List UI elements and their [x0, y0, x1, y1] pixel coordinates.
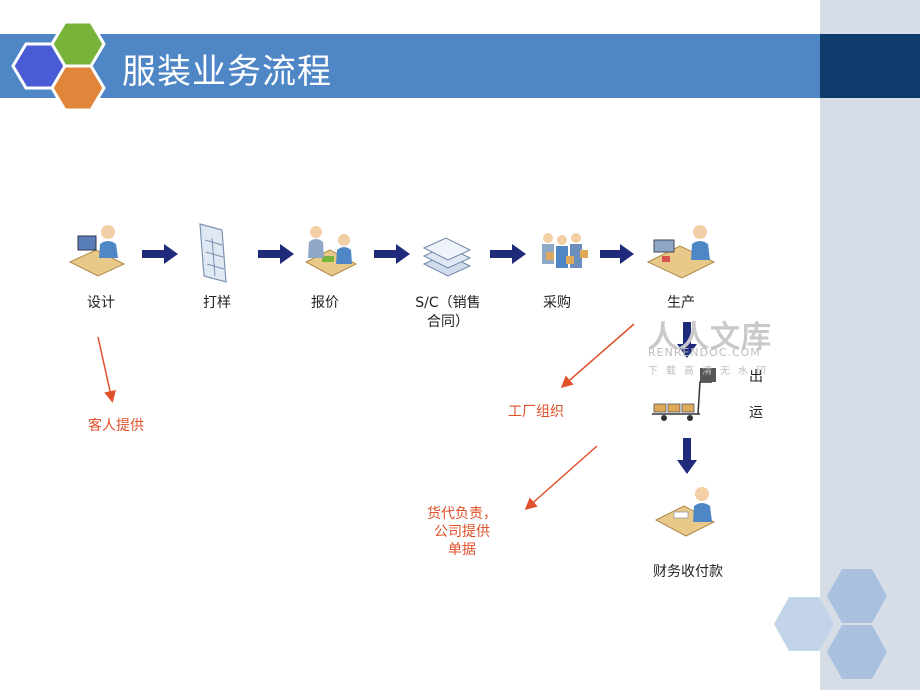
flow-arrow-3	[374, 244, 410, 264]
step-label-shipping-line1: 出	[749, 369, 763, 385]
sample-sheet-icon	[199, 223, 227, 283]
step-label-contract-line1: S/C（销售	[415, 295, 481, 311]
step-label-finance: 财务收付款	[653, 564, 723, 580]
flow-arrow-2	[258, 244, 294, 264]
flow-arrow-4	[490, 244, 526, 264]
flow-arrow-1	[142, 244, 178, 264]
flow-arrow-5	[600, 244, 634, 264]
watermark-url: RENRENDOC.COM	[648, 346, 761, 359]
step-label-purchasing: 采购	[543, 295, 571, 311]
watermark-main: 人人文库	[648, 320, 772, 355]
accountant-icon	[654, 487, 716, 537]
step-label-design: 设计	[87, 295, 115, 311]
step-label-production: 生产	[667, 295, 695, 311]
contract-stack-icon	[422, 237, 472, 277]
note-forwarder-line2: 公司提供	[434, 524, 490, 540]
step-label-shipping-line2: 运	[749, 405, 763, 421]
quotation-meeting-icon	[304, 226, 358, 277]
designer-icon	[68, 225, 126, 277]
title-bar-accent	[820, 34, 920, 98]
note-arrow-customer	[97, 336, 116, 403]
flow-arrow-down-1	[677, 322, 697, 358]
purchasing-team-icon	[542, 233, 588, 268]
note-factory-organized: 工厂组织	[508, 404, 564, 420]
hex-deco-top	[827, 569, 887, 623]
step-label-sample: 打样	[203, 295, 231, 311]
note-customer-provided: 客人提供	[88, 418, 144, 434]
step-label-quotation: 报价	[311, 295, 339, 311]
note-arrow-forwarder	[524, 445, 598, 510]
hex-deco-bottom	[827, 625, 887, 679]
flow-arrow-down-2	[677, 438, 697, 474]
shipping-cart-icon	[652, 368, 716, 421]
hex-deco-left	[774, 597, 834, 651]
note-arrow-factory	[560, 323, 635, 388]
note-forwarder-line3: 单据	[448, 542, 476, 558]
production-icon	[646, 225, 716, 279]
note-forwarder-line1: 货代负责，	[427, 506, 497, 522]
watermark-sub: 下载高清无水印	[648, 366, 774, 377]
step-label-contract-line2: 合同）	[427, 314, 469, 330]
title-bar	[0, 34, 820, 98]
hex-orange	[50, 64, 106, 112]
page-title: 服装业务流程	[122, 52, 332, 92]
